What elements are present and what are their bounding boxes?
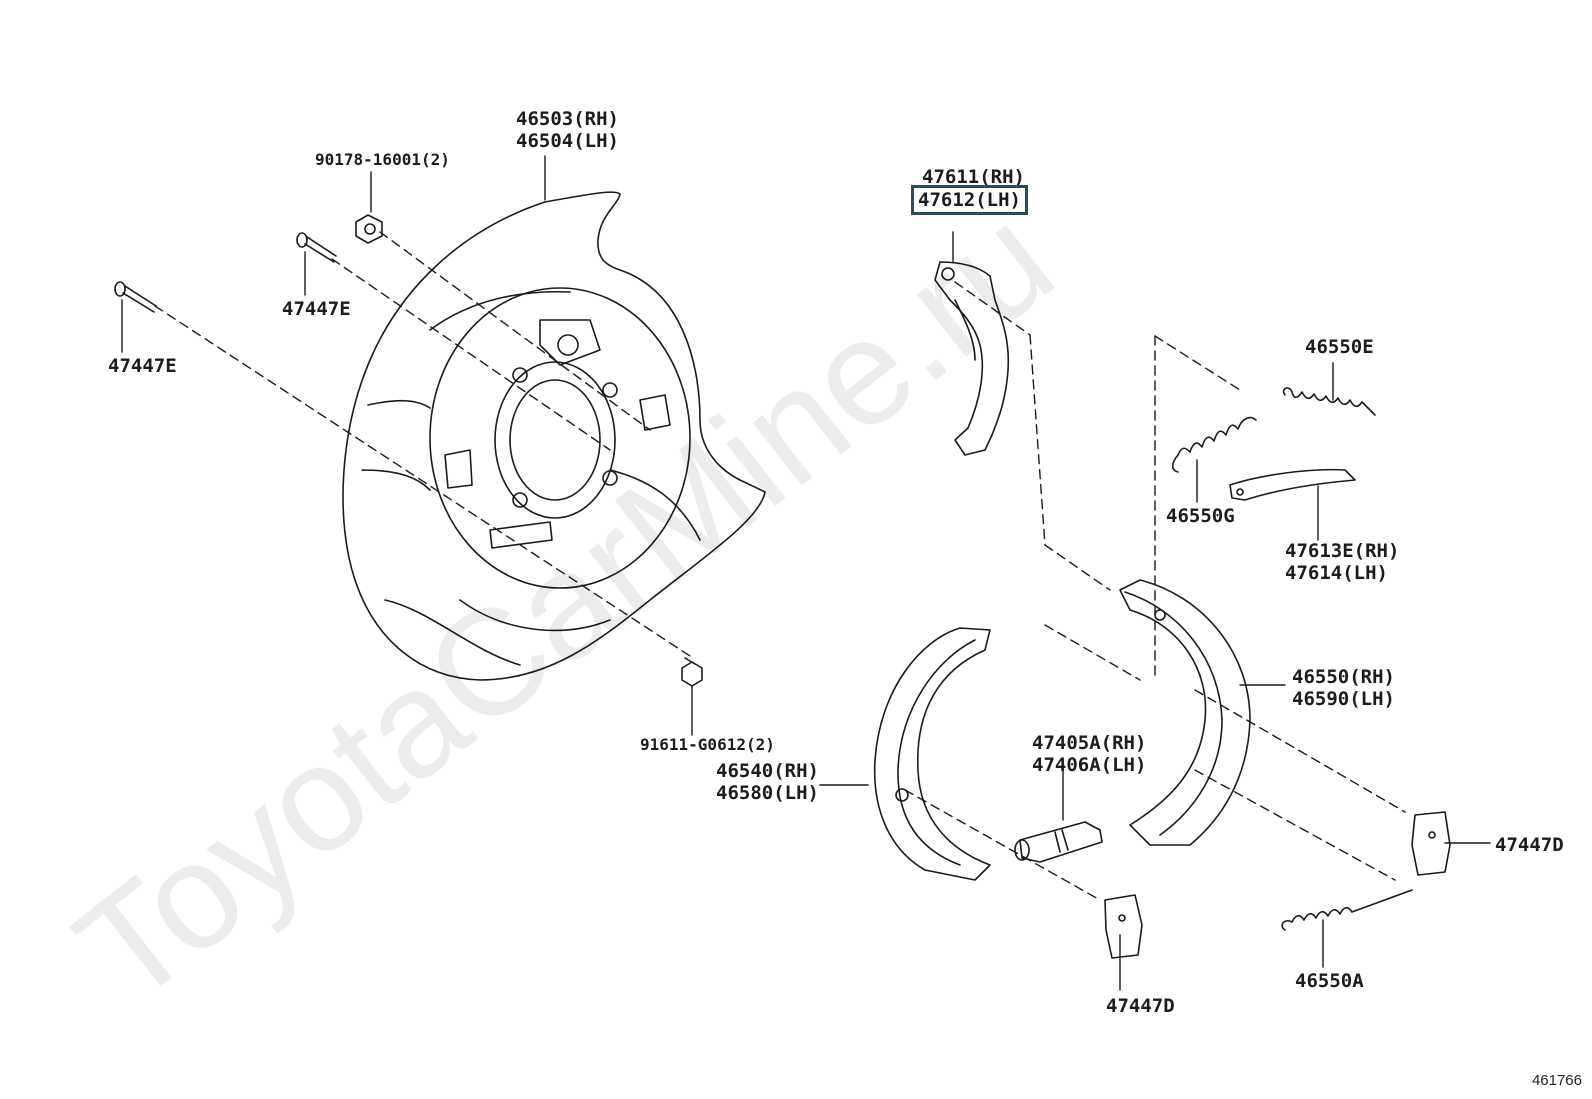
backing-plate-dust-cover xyxy=(342,191,766,681)
label-46550G[interactable]: 46550G xyxy=(1166,505,1235,527)
label-47447D-bottom[interactable]: 47447D xyxy=(1106,995,1175,1017)
adjuster-strut xyxy=(1014,821,1103,863)
parking-brake-lever xyxy=(934,261,1010,456)
label-46503[interactable]: 46503(RH) 46504(LH) xyxy=(516,108,619,152)
label-47611[interactable]: 47611(RH) xyxy=(922,166,1025,188)
label-47612-highlighted[interactable]: 47612(LH) xyxy=(911,185,1028,215)
leader-lines xyxy=(121,155,1491,991)
spring-46550A xyxy=(1281,889,1413,931)
label-47447D-right[interactable]: 47447D xyxy=(1495,834,1564,856)
assembly-lines xyxy=(154,231,1406,901)
label-91611[interactable]: 91611-G0612(2) xyxy=(640,735,775,754)
clip-47447D-bottom xyxy=(1104,894,1143,959)
spring-46550E xyxy=(1282,387,1376,416)
label-46550A[interactable]: 46550A xyxy=(1295,970,1364,992)
label-47447E-left[interactable]: 47447E xyxy=(108,355,177,377)
label-47447E-mid[interactable]: 47447E xyxy=(282,298,351,320)
bolt-47447E-mid xyxy=(296,232,337,263)
clip-47447D-right xyxy=(1411,811,1451,876)
bolt-47447E-left xyxy=(114,281,157,313)
spring-46550G xyxy=(1171,416,1257,473)
label-90178[interactable]: 90178-16001(2) xyxy=(315,150,450,169)
brake-shoe-left xyxy=(873,627,991,881)
label-47405A[interactable]: 47405A(RH) 47406A(LH) xyxy=(1032,732,1147,776)
brake-shoe-right xyxy=(1119,579,1251,846)
nut-90178 xyxy=(355,214,383,244)
label-47613E[interactable]: 47613E(RH) 47614(LH) xyxy=(1285,540,1400,584)
diagram-number: 461766 xyxy=(1531,1072,1582,1089)
label-46550[interactable]: 46550(RH) 46590(LH) xyxy=(1292,666,1395,710)
bolt-91611 xyxy=(681,657,703,687)
label-46550E[interactable]: 46550E xyxy=(1305,336,1374,358)
adjuster-plate xyxy=(1229,468,1356,501)
label-46540[interactable]: 46540(RH) 46580(LH) xyxy=(716,760,819,804)
